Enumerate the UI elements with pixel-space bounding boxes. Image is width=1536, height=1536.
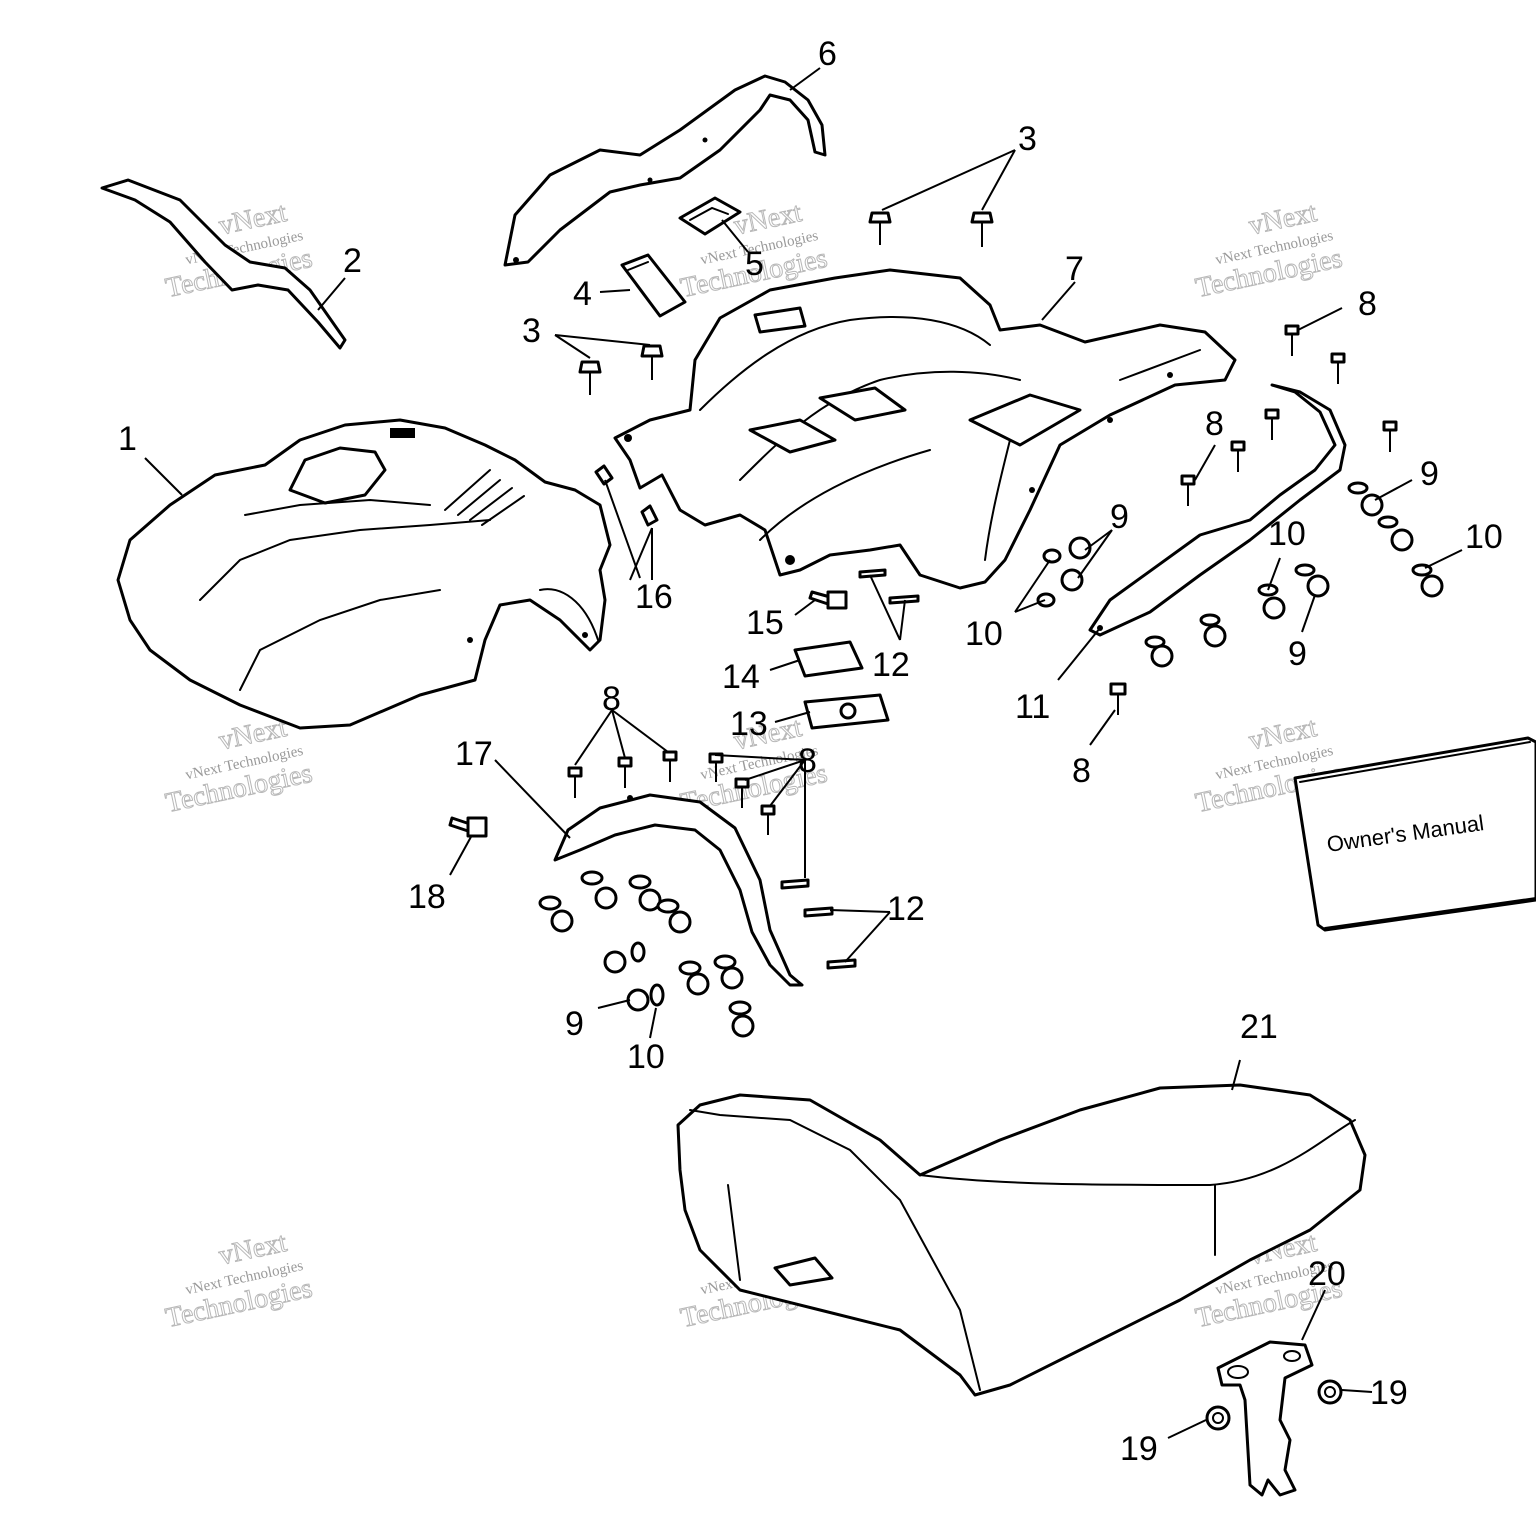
- callout-10: 10: [1268, 515, 1306, 553]
- callout-13: 13: [730, 705, 768, 743]
- part-2-strip[interactable]: [100, 178, 347, 350]
- callout-8: 8: [602, 680, 621, 718]
- hardware-washers-nuts[interactable]: [538, 481, 1444, 1038]
- watermark: vNext vNext Technologies Technologies: [162, 1226, 315, 1334]
- callout-8: 8: [1072, 752, 1091, 790]
- callout-16: 16: [635, 578, 673, 616]
- part-21-seat[interactable]: [676, 1083, 1367, 1397]
- callout-12: 12: [872, 646, 910, 684]
- part-17-fender[interactable]: [553, 793, 804, 987]
- part-14-plate[interactable]: [793, 640, 864, 678]
- callout-9: 9: [565, 1005, 584, 1043]
- callout-10: 10: [965, 615, 1003, 653]
- callout-4: 4: [573, 275, 592, 313]
- part-16-clips[interactable]: [594, 464, 659, 527]
- callout-1: 1: [118, 420, 137, 458]
- part-13-plate[interactable]: [803, 693, 890, 730]
- part-19-nuts[interactable]: [1205, 1379, 1343, 1431]
- callout-11: 11: [1015, 688, 1050, 726]
- part-5-bracket[interactable]: [678, 196, 742, 236]
- callout-7: 7: [1065, 250, 1084, 288]
- callout-6: 6: [818, 35, 837, 73]
- callout-21: 21: [1240, 1008, 1278, 1046]
- watermark: vNext vNext Technologies Technologies: [677, 196, 830, 304]
- part-6-panel[interactable]: [503, 74, 827, 267]
- callout-9: 9: [1420, 455, 1439, 493]
- callout-9: 9: [1110, 498, 1129, 536]
- leader-lines: [144, 67, 1463, 1439]
- callout-10: 10: [1465, 518, 1503, 556]
- part-20-latch[interactable]: [1216, 1340, 1314, 1497]
- callout-labels: 1 2 3 3 4 5 6 7 8 8 8 8 8 9 9 9 9 10 10 …: [118, 35, 1503, 1468]
- callout-2: 2: [343, 242, 362, 280]
- hardware-bolts[interactable]: [448, 211, 1398, 970]
- part-1-front-body[interactable]: [116, 418, 612, 730]
- part-15-bolt[interactable]: [808, 590, 848, 610]
- callout-15: 15: [746, 604, 784, 642]
- callout-3: 3: [1018, 120, 1037, 158]
- callout-14: 14: [722, 658, 760, 696]
- callout-19: 19: [1370, 1374, 1408, 1412]
- callout-8: 8: [1358, 285, 1377, 323]
- callout-3: 3: [522, 312, 541, 350]
- callout-19: 19: [1120, 1430, 1158, 1468]
- watermark: vNext vNext Technologies Technologies: [1192, 196, 1345, 304]
- callout-5: 5: [745, 245, 764, 283]
- callout-17: 17: [455, 735, 493, 773]
- callout-8: 8: [1205, 405, 1224, 443]
- callout-20: 20: [1308, 1255, 1346, 1293]
- callout-8: 8: [798, 742, 817, 780]
- callout-9: 9: [1288, 635, 1307, 673]
- part-7-rear-body[interactable]: [613, 268, 1237, 590]
- part-12-screws-upper[interactable]: [858, 568, 920, 605]
- callout-12: 12: [887, 890, 925, 928]
- watermark-group: vNext vNext Technologies Technologies vN…: [162, 196, 1345, 1334]
- part-4-pad[interactable]: [620, 253, 687, 318]
- callout-18: 18: [408, 878, 446, 916]
- callout-10: 10: [627, 1038, 665, 1076]
- owners-manual-book[interactable]: Owner's Manual: [1293, 736, 1536, 932]
